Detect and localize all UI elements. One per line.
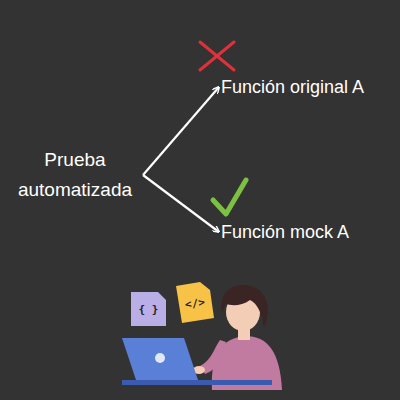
start-text-node: Prueba automatizada — [8, 143, 142, 207]
node-text: Función mock A — [221, 220, 349, 244]
node-text: Prueba automatizada — [11, 145, 139, 205]
arrow-connector — [143, 87, 219, 175]
person-figure — [193, 285, 282, 390]
node-text: Función original A — [221, 75, 364, 99]
target-text-node: Función original A — [218, 73, 367, 101]
red-cross — [200, 42, 234, 70]
target-text-node: Función mock A — [218, 218, 352, 246]
purple-file-icon — [131, 292, 166, 326]
arrow-connector — [143, 175, 219, 232]
yellow-file-icon — [176, 282, 214, 323]
icon-glyph: </> — [184, 295, 205, 311]
green-check — [213, 180, 246, 214]
icon-glyph: { } — [139, 303, 159, 316]
laptop — [122, 338, 272, 385]
